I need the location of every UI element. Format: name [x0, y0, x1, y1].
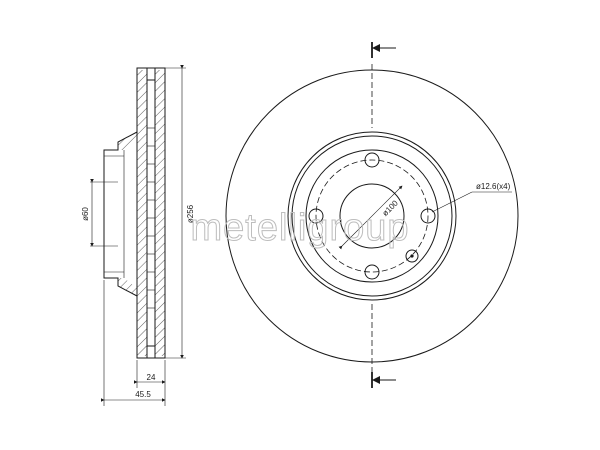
hub-outline: [103, 131, 138, 297]
inner-friction-plate: [155, 70, 165, 356]
vent-vanes: [147, 127, 155, 309]
hub-circle: [305, 149, 439, 283]
reference-hole: [405, 249, 419, 263]
brand-watermark: metelligroup: [191, 207, 410, 249]
outer-diameter-label: ø256: [186, 204, 195, 223]
front-view: ø100 ø12.6(x4): [225, 42, 519, 388]
side-section-view: ø60 ø256 24 45.5: [81, 65, 195, 406]
disc-thickness-label: 24: [147, 373, 156, 382]
bolt-hole-right: [420, 208, 436, 224]
total-height-label: 45.5: [135, 390, 151, 399]
bolt-circle: [315, 159, 429, 273]
outer-friction-plate: [137, 70, 147, 356]
bolt-hole-top: [364, 152, 380, 168]
bolt-hole-left: [308, 208, 324, 224]
bolt-holes-label: ø12.6(x4): [476, 182, 511, 191]
bolt-hole-bottom: [364, 264, 380, 280]
hub-diameter-label: ø60: [81, 207, 90, 221]
friction-inner-circle: [287, 131, 457, 301]
